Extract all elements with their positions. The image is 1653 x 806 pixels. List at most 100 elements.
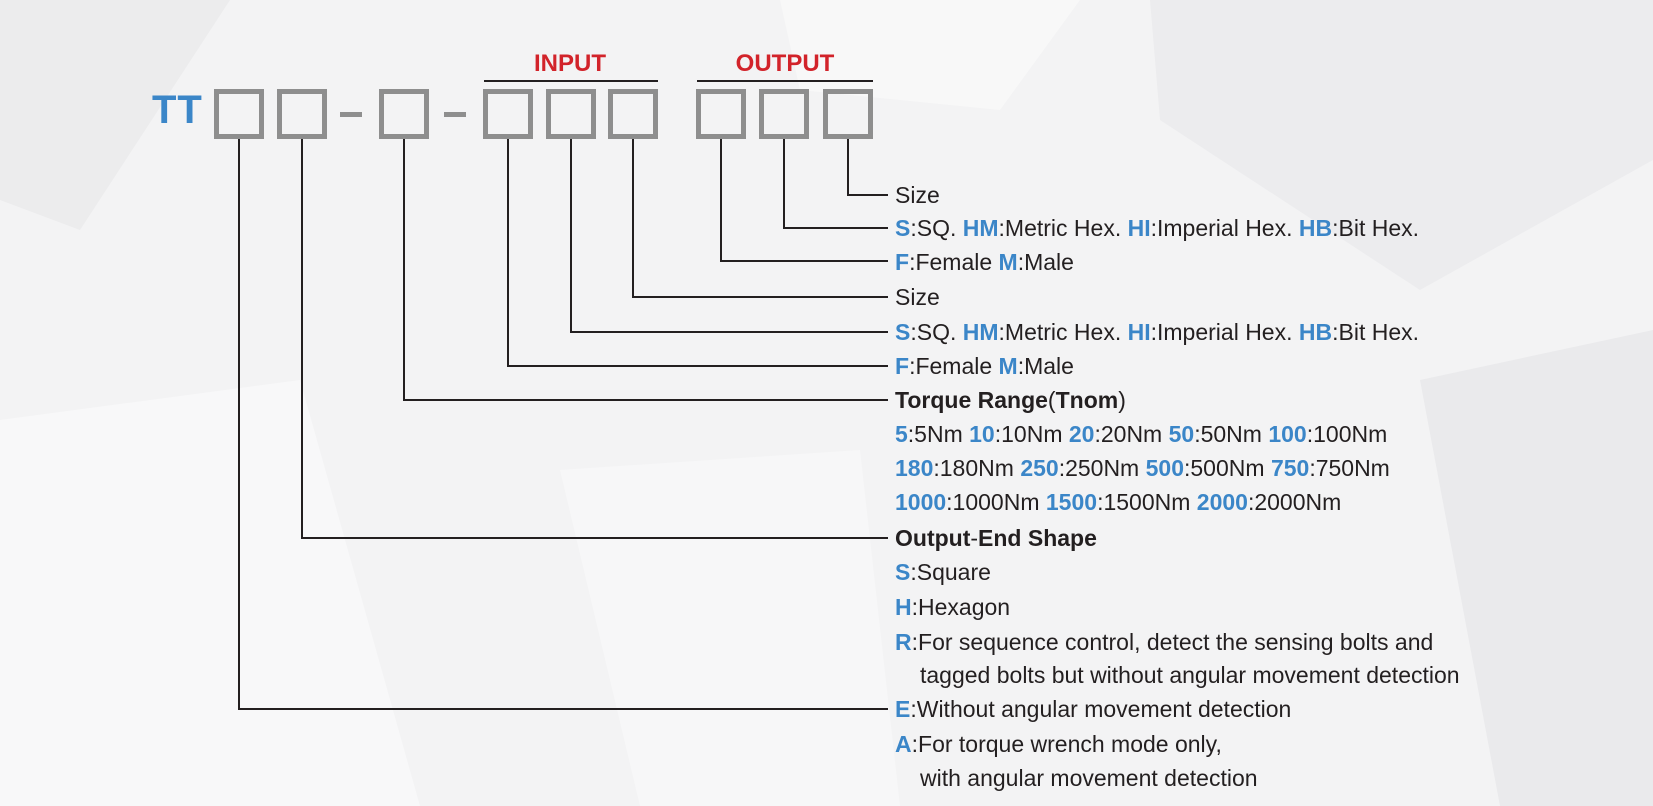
code-box-input-gender — [483, 89, 533, 139]
code-box-input-shape — [546, 89, 596, 139]
input-size-label: Size — [895, 284, 940, 310]
torque-value: :500Nm — [1184, 455, 1271, 481]
desc-square: :Square — [910, 559, 991, 585]
code-hm: HM — [962, 319, 999, 345]
desc-metric-hex: :Metric Hex. — [998, 215, 1128, 241]
desc-bit-hex: :Bit Hex. — [1332, 215, 1420, 241]
connector-input-gender — [507, 138, 888, 367]
shape-hexagon-row: H:Hexagon — [895, 590, 1010, 624]
code-h: H — [895, 594, 912, 620]
code-dash-2 — [444, 112, 466, 117]
torque-code: 1000 — [895, 489, 947, 515]
torque-value: :20Nm — [1094, 421, 1169, 447]
torque-row-1: 5:5Nm 10:10Nm 20:20Nm 50:50Nm 100:100Nm — [895, 417, 1387, 451]
code-hi: HI — [1127, 215, 1151, 241]
shape-r-row: R:For sequence control, detect the sensi… — [895, 625, 1433, 659]
torque-range-sub: Tnom — [1055, 387, 1119, 413]
shape-square-row: S:Square — [895, 555, 991, 589]
torque-code: 10 — [969, 421, 995, 447]
connector-output-shape — [783, 138, 888, 229]
torque-value: :180Nm — [933, 455, 1021, 481]
desc-sq: :SQ. — [910, 319, 963, 345]
input-size-row: Size — [895, 280, 940, 314]
code-s: S — [895, 319, 911, 345]
output-end-title-sep: - — [970, 525, 979, 551]
torque-code: 2000 — [1196, 489, 1248, 515]
torque-code: 50 — [1168, 421, 1195, 447]
mode-e-row: E:Without angular movement detection — [895, 692, 1291, 726]
input-group-bar — [484, 80, 658, 82]
desc-male: :Male — [1017, 353, 1074, 379]
desc-sequence-control-cont: tagged bolts but without angular movemen… — [920, 662, 1460, 688]
desc-bit-hex: :Bit Hex. — [1332, 319, 1420, 345]
output-size-label: Size — [895, 182, 940, 208]
paren-open: ( — [1047, 387, 1056, 413]
desc-male: :Male — [1017, 249, 1074, 275]
model-prefix: TT — [152, 88, 203, 132]
output-size-row: Size — [895, 178, 940, 212]
desc-without-angular: :Without angular movement detection — [910, 696, 1292, 722]
output-gender-row: F:Female M:Male — [895, 245, 1074, 279]
shape-r-row-cont: tagged bolts but without angular movemen… — [895, 658, 1460, 692]
torque-row-3: 1000:1000Nm 1500:1500Nm 2000:2000Nm — [895, 485, 1341, 519]
code-box-output-end-shape — [277, 89, 327, 139]
torque-range-title: Torque Range — [895, 387, 1048, 413]
input-gender-row: F:Female M:Male — [895, 349, 1074, 383]
torque-code: 5 — [895, 421, 908, 447]
output-group-bar — [697, 80, 873, 82]
connector-input-size — [632, 138, 888, 298]
desc-metric-hex: :Metric Hex. — [998, 319, 1128, 345]
mode-a-row-cont: with angular movement detection — [895, 761, 1258, 795]
input-group-label: INPUT — [534, 50, 606, 77]
torque-range-heading: Torque Range(Tnom) — [895, 383, 1126, 417]
output-group-label: OUTPUT — [735, 50, 835, 77]
code-s: S — [895, 559, 911, 585]
desc-torque-wrench-mode: :For torque wrench mode only, — [911, 731, 1222, 757]
code-box-output-size — [823, 89, 873, 139]
output-end-title-b: End Shape — [978, 525, 1097, 551]
desc-torque-wrench-mode-cont: with angular movement detection — [920, 765, 1258, 791]
code-box-output-gender — [696, 89, 746, 139]
code-box-input-size — [608, 89, 658, 139]
desc-hexagon: :Hexagon — [911, 594, 1011, 620]
code-hi: HI — [1127, 319, 1151, 345]
torque-code: 180 — [895, 455, 934, 481]
connector-output-size — [847, 138, 888, 196]
torque-code: 250 — [1020, 455, 1059, 481]
code-hb: HB — [1298, 215, 1333, 241]
paren-close: ) — [1118, 387, 1126, 413]
connector-input-shape — [570, 138, 888, 333]
code-r: R — [895, 629, 912, 655]
desc-imperial-hex: :Imperial Hex. — [1150, 215, 1299, 241]
code-dash-1 — [340, 112, 362, 117]
torque-value: :10Nm — [994, 421, 1069, 447]
code-f: F — [895, 353, 910, 379]
desc-female: :Female — [909, 249, 999, 275]
torque-code: 750 — [1270, 455, 1310, 481]
input-shape-row: S:SQ. HM:Metric Hex. HI:Imperial Hex. HB… — [895, 315, 1419, 349]
mode-a-row: A:For torque wrench mode only, — [895, 727, 1222, 761]
torque-value: :750Nm — [1309, 455, 1390, 481]
desc-female: :Female — [909, 353, 999, 379]
torque-value: :2000Nm — [1247, 489, 1342, 515]
connector-mode — [238, 138, 888, 710]
torque-value: :1000Nm — [946, 489, 1046, 515]
output-end-shape-heading: Output-End Shape — [895, 521, 1097, 555]
torque-code: 1500 — [1045, 489, 1098, 515]
code-box-output-shape — [759, 89, 809, 139]
desc-sequence-control: :For sequence control, detect the sensin… — [911, 629, 1434, 655]
code-m: M — [998, 353, 1018, 379]
torque-value: :100Nm — [1306, 421, 1388, 447]
output-end-title-a: Output — [895, 525, 971, 551]
code-box-torque-range — [379, 89, 429, 139]
code-hb: HB — [1298, 319, 1333, 345]
torque-code: 100 — [1268, 421, 1307, 447]
connector-torque-range — [403, 138, 888, 401]
torque-value: :5Nm — [907, 421, 970, 447]
code-hm: HM — [962, 215, 999, 241]
output-shape-row: S:SQ. HM:Metric Hex. HI:Imperial Hex. HB… — [895, 211, 1419, 245]
torque-code: 20 — [1068, 421, 1095, 447]
connector-output-end-shape — [301, 138, 888, 539]
code-s: S — [895, 215, 911, 241]
torque-row-2: 180:180Nm 250:250Nm 500:500Nm 750:750Nm — [895, 451, 1390, 485]
